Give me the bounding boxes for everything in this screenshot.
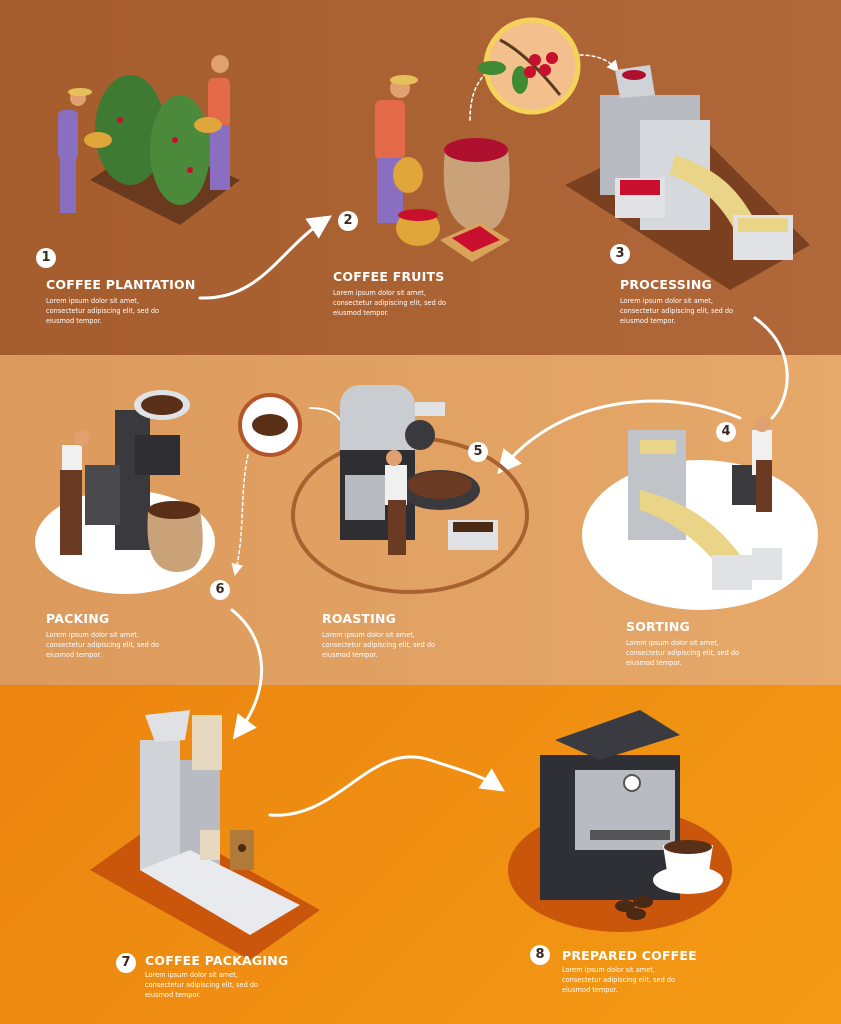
packaging-illustration [90,710,320,960]
step-6: PACKING Lorem ipsum dolor sit amet, conse… [46,611,216,660]
step-title: COFFEE PACKAGING [145,953,289,968]
desc-line: consectetur adipiscing elit, sed do [145,981,259,989]
sorting-illustration [582,416,818,610]
step-5-number: 5 [468,442,488,462]
desc-line: consectetur adipiscing elit, sed do [322,641,436,649]
desc-line: Lorem ipsum dolor sit amet, [620,297,713,305]
step-title: SORTING [626,619,690,634]
step-1-number: 1 [36,248,56,268]
step-description: Lorem ipsum dolor sit amet, consectetur a… [46,296,216,326]
desc-line: eiusmod tempor. [626,659,682,667]
step-description: Lorem ipsum dolor sit amet, consectetur a… [46,630,216,660]
roasting-illustration [238,385,529,594]
flow-arrows [198,54,789,817]
desc-line: eiusmod tempor. [322,651,378,659]
desc-line: consectetur adipiscing elit, sed do [333,299,447,307]
desc-line: consectetur adipiscing elit, sed do [620,307,734,315]
desc-line: eiusmod tempor. [562,986,618,994]
processing-illustration [565,65,810,290]
step-title: ROASTING [322,611,397,626]
step-4-number: 4 [716,422,736,442]
desc-line: Lorem ipsum dolor sit amet, [562,966,655,974]
step-3: PROCESSING Lorem ipsum dolor sit amet, co… [620,277,790,326]
desc-line: consectetur adipiscing elit, sed do [626,649,740,657]
step-5: ROASTING Lorem ipsum dolor sit amet, cons… [322,611,492,660]
step-description: Lorem ipsum dolor sit amet, consectetur a… [562,965,732,995]
step-description: Lorem ipsum dolor sit amet, consectetur a… [620,296,790,326]
step-8: PREPARED COFFEE Lorem ipsum dolor sit am… [562,948,732,995]
step-title: PREPARED COFFEE [562,948,697,963]
desc-line: eiusmod tempor. [46,317,102,325]
desc-line: Lorem ipsum dolor sit amet, [322,631,415,639]
step-title: PROCESSING [620,277,712,292]
plantation-illustration [58,55,240,225]
fruits-illustration [375,17,581,262]
step-title: COFFEE PLANTATION [46,277,196,292]
step-title: COFFEE FRUITS [333,269,445,284]
desc-line: eiusmod tempor. [333,309,389,317]
desc-line: eiusmod tempor. [620,317,676,325]
desc-line: Lorem ipsum dolor sit amet, [46,631,139,639]
desc-line: eiusmod tempor. [46,651,102,659]
desc-line: consectetur adipiscing elit, sed do [46,307,160,315]
desc-line: Lorem ipsum dolor sit amet, [333,289,426,297]
step-2-number: 2 [338,211,358,231]
step-description: Lorem ipsum dolor sit amet, consectetur a… [626,638,796,668]
step-7-number: 7 [116,953,136,973]
prepared-coffee-illustration [508,710,732,932]
step-8-number: 8 [530,945,550,965]
step-4: SORTING Lorem ipsum dolor sit amet, conse… [626,619,796,668]
desc-line: Lorem ipsum dolor sit amet, [626,639,719,647]
step-description: Lorem ipsum dolor sit amet, consectetur a… [145,970,315,1000]
desc-line: consectetur adipiscing elit, sed do [46,641,160,649]
step-2: COFFEE FRUITS Lorem ipsum dolor sit amet… [333,269,503,318]
step-7: COFFEE PACKAGING Lorem ipsum dolor sit a… [145,953,315,1000]
desc-line: Lorem ipsum dolor sit amet, [46,297,139,305]
desc-line: consectetur adipiscing elit, sed do [562,976,676,984]
step-1: COFFEE PLANTATION Lorem ipsum dolor sit … [46,277,216,326]
step-title: PACKING [46,611,110,626]
desc-line: Lorem ipsum dolor sit amet, [145,971,238,979]
packing-illustration [35,390,215,594]
desc-line: eiusmod tempor. [145,991,201,999]
step-3-number: 3 [610,244,630,264]
step-description: Lorem ipsum dolor sit amet, consectetur a… [333,288,503,318]
step-6-number: 6 [210,580,230,600]
step-description: Lorem ipsum dolor sit amet, consectetur a… [322,630,492,660]
